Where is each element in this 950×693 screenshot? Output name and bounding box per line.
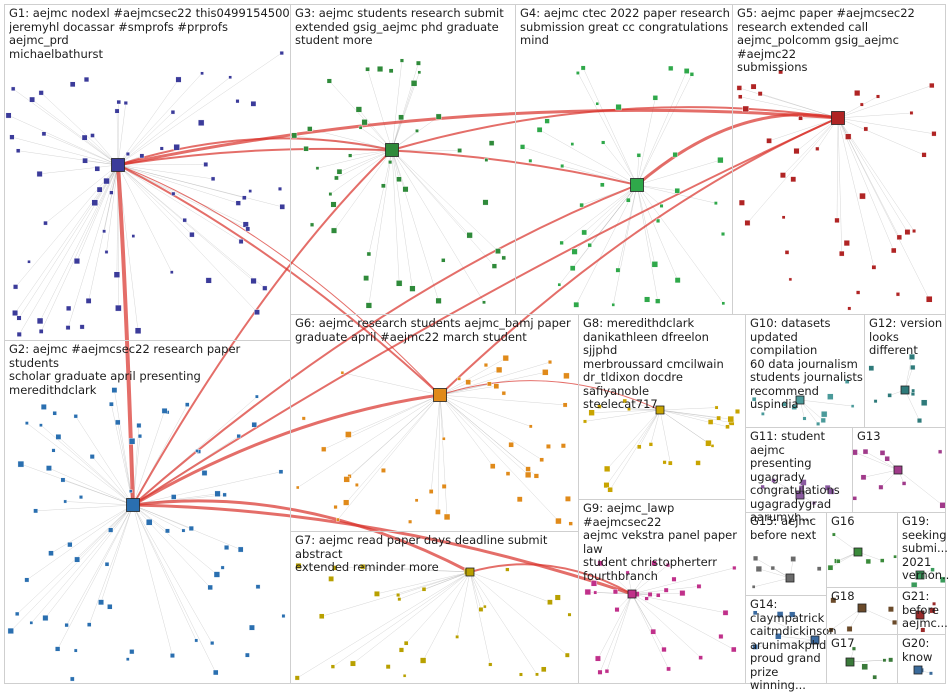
group-panel-g5: G5: aejmc paper #aejmcsec22 research ext… bbox=[732, 4, 946, 315]
group-label-g6: G6: aejmc research students aejmc_bamj p… bbox=[295, 317, 571, 344]
group-panel-g1: G1: aejmc nodexl #aejmcsec22 this0499154… bbox=[4, 4, 291, 341]
group-panel-g8: G8: meredithdclark danikathleen dfreelon… bbox=[578, 314, 746, 500]
group-panel-g11: G11: student aejmc presenting ugagrady c… bbox=[745, 427, 853, 513]
group-panel-g9: G9: aejmc_lawp #aejmcsec22 aejmc vekstra… bbox=[578, 499, 746, 684]
group-panel-g14: G14: claympatrick caitmdickinson arunima… bbox=[745, 595, 827, 684]
group-panel-g15: G15: aejmc before next bbox=[745, 512, 827, 596]
group-panel-g10: G10: datasets updated compilation 60 dat… bbox=[745, 314, 865, 428]
group-label-g20: G20: know bbox=[902, 637, 932, 664]
group-label-g16: G16 bbox=[831, 515, 855, 529]
group-label-g13: G13 bbox=[857, 430, 881, 444]
group-panel-g2: G2: aejmc #aejmcsec22 research paper stu… bbox=[4, 340, 291, 684]
group-label-g19: G19: seeking submi... 2021 vernon... bbox=[902, 515, 950, 583]
group-label-g12: G12: version looks different bbox=[869, 317, 945, 358]
group-label-g2: G2: aejmc #aejmcsec22 research paper stu… bbox=[9, 343, 290, 397]
group-label-g21: G21: before aejmc... bbox=[902, 590, 948, 631]
group-label-g5: G5: aejmc paper #aejmcsec22 research ext… bbox=[737, 7, 945, 75]
group-panel-g17: G17 bbox=[826, 634, 898, 684]
group-panel-g12: G12: version looks different bbox=[864, 314, 946, 428]
group-panel-g18: G18 bbox=[826, 587, 898, 635]
group-label-g1: G1: aejmc nodexl #aejmcsec22 this0499154… bbox=[9, 7, 290, 61]
group-panel-g4: G4: aejmc ctec 2022 paper research submi… bbox=[515, 4, 733, 315]
group-label-g18: G18 bbox=[831, 590, 855, 604]
group-label-g17: G17 bbox=[831, 637, 855, 651]
group-panel-g19: G19: seeking submi... 2021 vernon... bbox=[897, 512, 946, 588]
group-label-g11: G11: student aejmc presenting ugagrady c… bbox=[750, 430, 852, 525]
group-panel-g13: G13 bbox=[852, 427, 946, 513]
group-panel-g3: G3: aejmc students research submit exten… bbox=[290, 4, 516, 315]
group-label-g15: G15: aejmc before next bbox=[750, 515, 816, 542]
group-label-g9: G9: aejmc_lawp #aejmcsec22 aejmc vekstra… bbox=[583, 502, 745, 583]
group-label-g4: G4: aejmc ctec 2022 paper research submi… bbox=[520, 7, 730, 48]
group-panel-g21: G21: before aejmc... bbox=[897, 587, 946, 635]
group-label-g8: G8: meredithdclark danikathleen dfreelon… bbox=[583, 317, 745, 412]
group-panel-g20: G20: know bbox=[897, 634, 946, 684]
group-label-g7: G7: aejmc read paper days deadline submi… bbox=[295, 534, 578, 575]
group-panel-g16: G16 bbox=[826, 512, 898, 588]
group-label-g3: G3: aejmc students research submit exten… bbox=[295, 7, 504, 48]
group-label-g10: G10: datasets updated compilation 60 dat… bbox=[750, 317, 864, 412]
group-panel-g6: G6: aejmc research students aejmc_bamj p… bbox=[290, 314, 579, 532]
group-label-g14: G14: claympatrick caitmdickinson arunima… bbox=[750, 598, 837, 693]
group-panel-g7: G7: aejmc read paper days deadline submi… bbox=[290, 531, 579, 684]
